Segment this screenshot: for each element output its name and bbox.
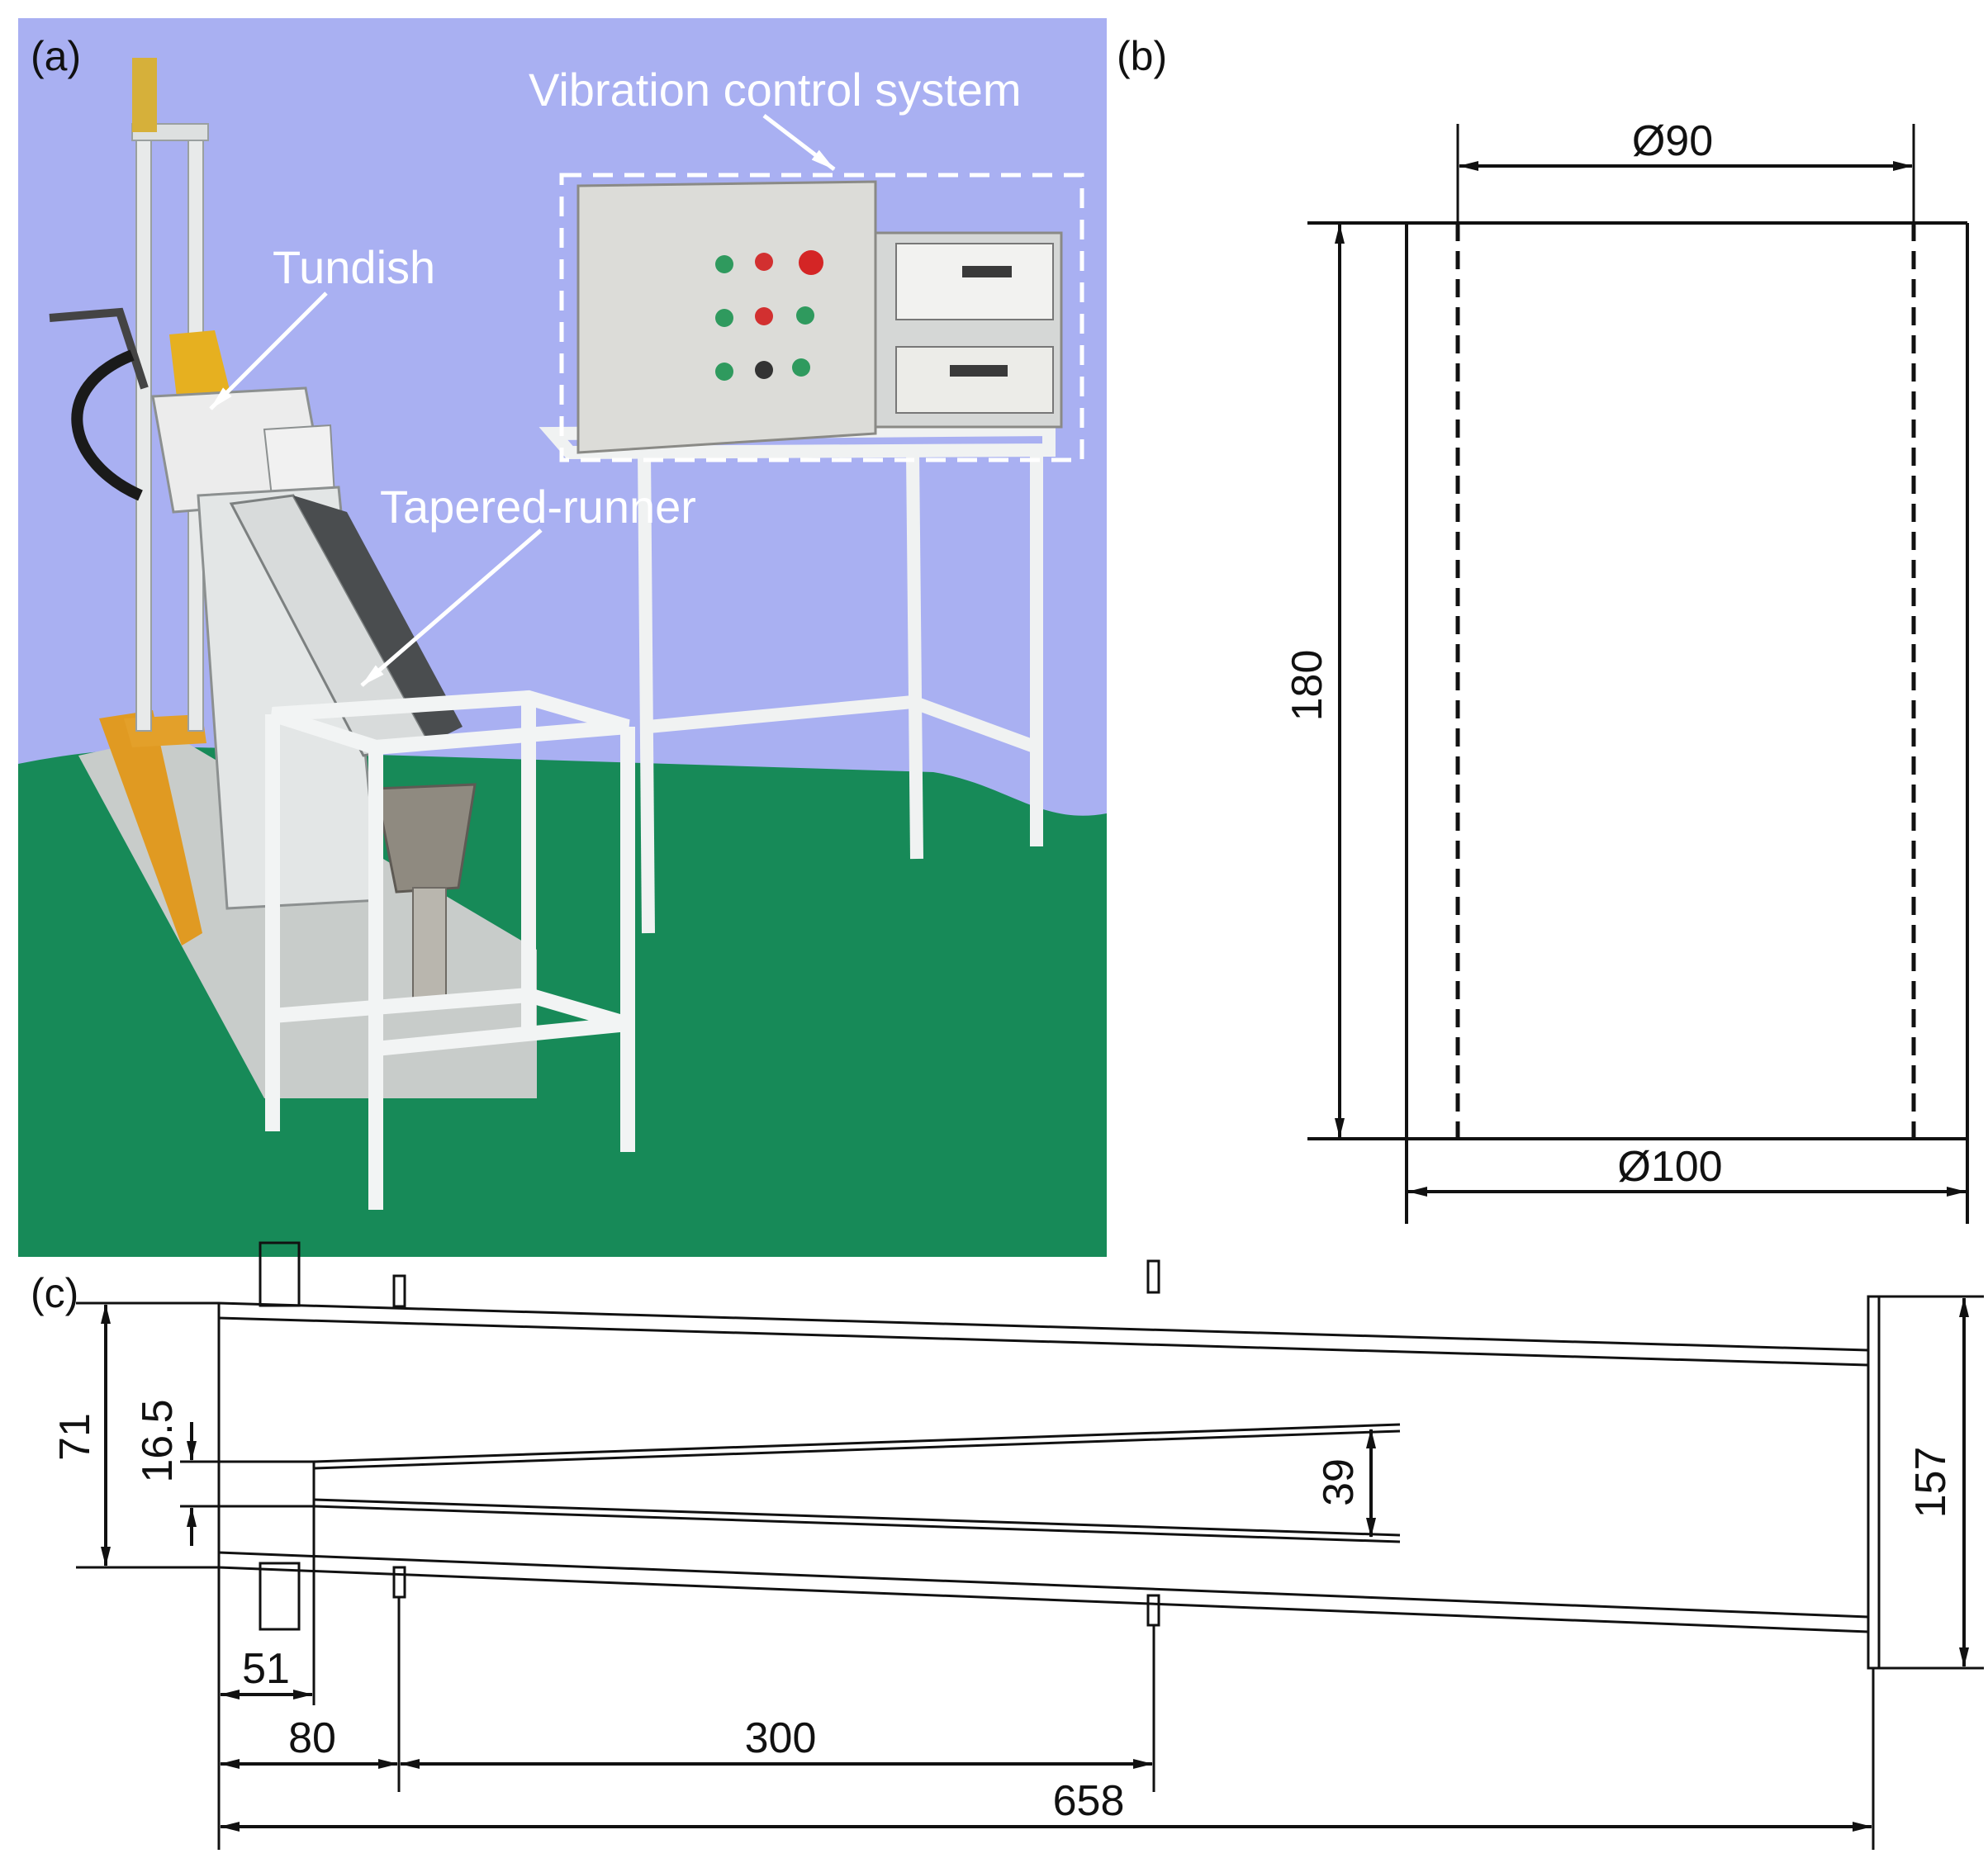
tundish-callout: Tundish: [273, 241, 435, 293]
support-lug-2-top: [1146, 1259, 1160, 1294]
mold-pedestal: [412, 887, 447, 1000]
mid-gap-label: 39: [1315, 1458, 1363, 1506]
runner-outlet-flange: [1867, 1295, 1881, 1670]
mast-gauge: [132, 58, 157, 132]
tundish-bracket: [169, 330, 231, 405]
panel-a-label: (a): [31, 33, 81, 79]
support-spacing-label: 300: [745, 1714, 817, 1762]
first-support-label: 80: [288, 1714, 336, 1762]
panel-b-label: (b): [1117, 33, 1167, 79]
vibration-stand: [539, 422, 1056, 934]
inner-core-bottom-a: [313, 1498, 1401, 1537]
inner-core-bottom-b: [313, 1505, 1401, 1543]
support-lug-1-top: [392, 1274, 406, 1308]
inner-diameter-label: Ø90: [1632, 117, 1713, 165]
tundish-pointer: [209, 292, 328, 410]
runner-top-outer: [218, 1301, 1869, 1352]
outer-diameter-label: Ø100: [1617, 1143, 1722, 1191]
control-cabinet: [576, 180, 877, 454]
inner-core-top-b: [313, 1429, 1401, 1470]
panel-c-label: (c): [31, 1270, 78, 1316]
vibration-callout: Vibration control system: [529, 64, 1022, 116]
runner-bottom-inner: [218, 1551, 1869, 1619]
machine-mast-left: [135, 127, 152, 732]
runner-callout: Tapered-runner: [380, 481, 696, 533]
inner-gap-label: 16.5: [134, 1399, 182, 1482]
instrument-rack: [874, 231, 1063, 429]
vibration-highlight-box: [559, 173, 1084, 462]
inner-core-top-a: [313, 1423, 1401, 1463]
panel-b-mold: Ø90 Ø100 180: [1283, 117, 1969, 1224]
inlet-flange-top: [259, 1241, 301, 1307]
runner-pointer: [360, 529, 543, 687]
runner-bottom-outer: [218, 1566, 1869, 1633]
hand-truck: [99, 710, 202, 946]
total-length-label: 658: [1053, 1777, 1125, 1825]
runner-track-dark: [293, 495, 463, 743]
machine-hose: [71, 349, 143, 501]
panel-c-runner: 71 16.5 39 157 51 80 300 658: [51, 1241, 1984, 1850]
support-lug-1-bottom: [392, 1566, 406, 1599]
outlet-height-label: 157: [1907, 1447, 1955, 1519]
inlet-height-label: 71: [51, 1413, 99, 1461]
machine-handle: [49, 307, 149, 390]
support-lug-2-bottom: [1146, 1594, 1160, 1627]
inlet-flange-bottom: [259, 1562, 301, 1631]
runner-top-inner: [218, 1316, 1869, 1367]
height-label: 180: [1283, 650, 1331, 722]
panel-a-photo: Vibration control system Tundish Tapered…: [18, 18, 1107, 1257]
vibration-pointer: [762, 114, 836, 171]
inner-offset-label: 51: [242, 1645, 290, 1693]
white-frame: [265, 690, 635, 1210]
mold-funnel: [374, 783, 477, 894]
cabinet-buttons: [715, 250, 823, 381]
